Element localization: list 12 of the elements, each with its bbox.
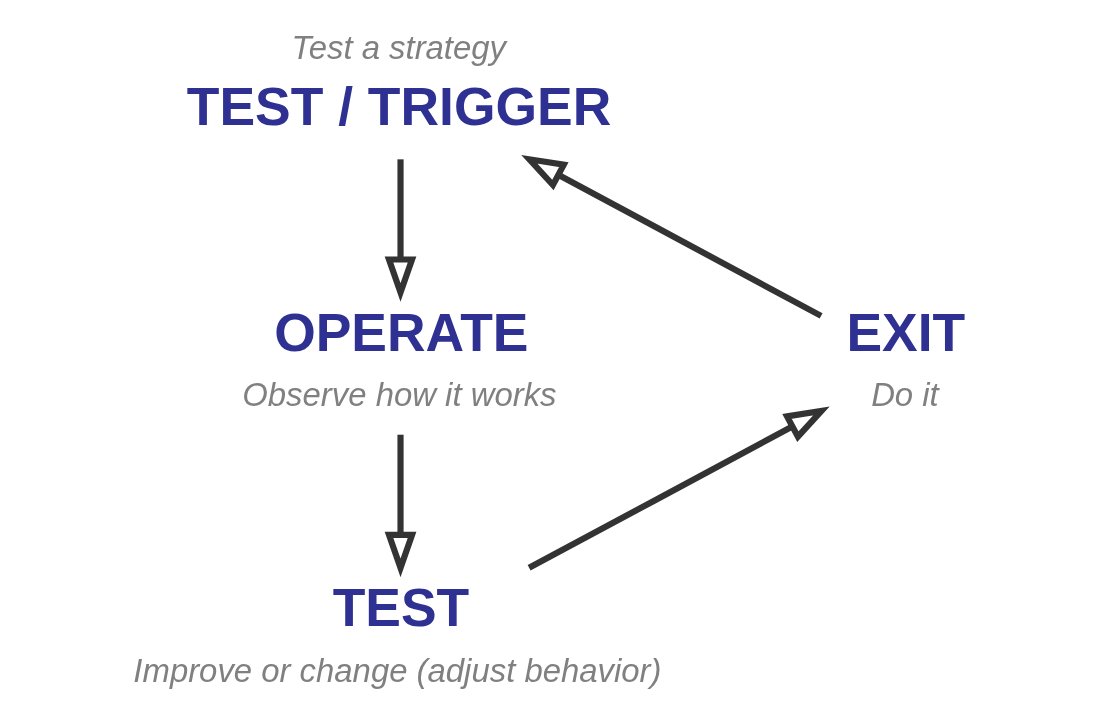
- node-text: EXIT: [845, 302, 965, 362]
- arrow: [520, 154, 823, 319]
- node-label: Do it: [870, 375, 939, 413]
- node-label: Observe how it works: [241, 375, 557, 413]
- node-text: TEST / TRIGGER: [186, 76, 611, 136]
- node-label: Test a strategy: [291, 28, 506, 66]
- node-text: OPERATE: [273, 302, 528, 362]
- node-text: TEST: [332, 577, 469, 637]
- arrow: [384, 434, 416, 577]
- arrow: [384, 158, 416, 302]
- arrow: [527, 406, 830, 571]
- node-label: Improve or change (adjust behavior): [132, 651, 661, 689]
